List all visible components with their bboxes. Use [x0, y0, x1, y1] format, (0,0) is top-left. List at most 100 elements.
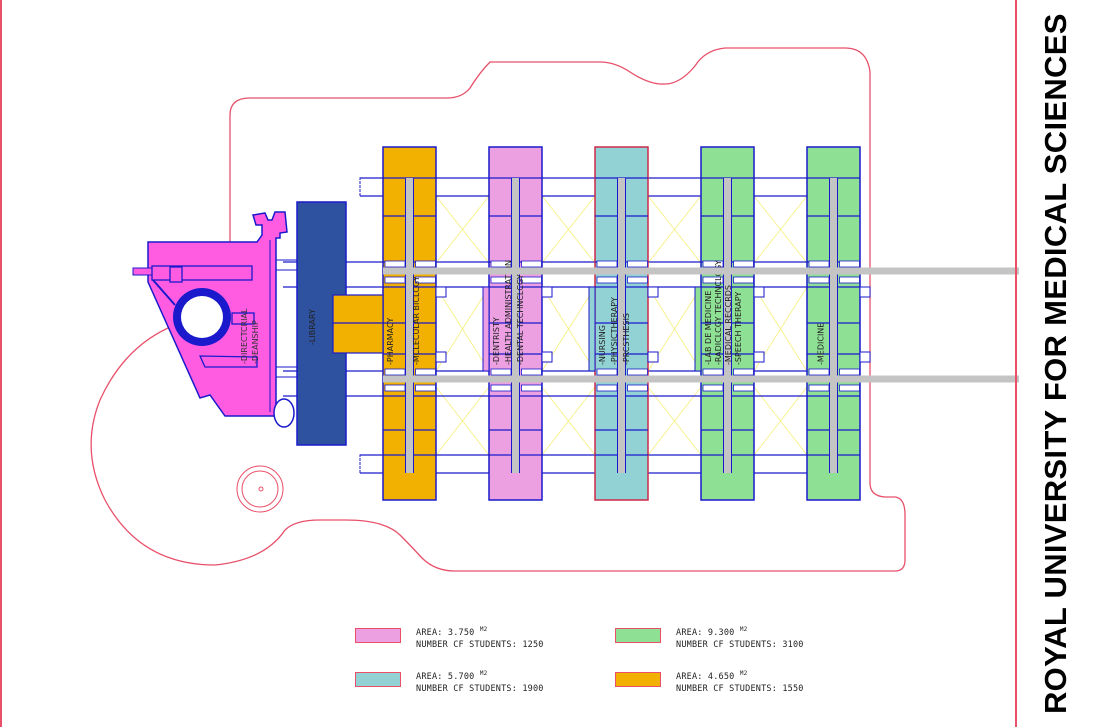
- stair: [808, 368, 830, 376]
- legend-area: AREA: 5.700: [416, 671, 480, 682]
- legend-unit: M2: [479, 670, 488, 677]
- side-connector: [435, 286, 447, 298]
- stair: [839, 276, 860, 284]
- cross-corridor: [383, 375, 860, 383]
- stair: [596, 368, 618, 376]
- courtyard-line: [541, 195, 596, 264]
- block-label: -NURSING: [598, 325, 607, 365]
- side-connector: [859, 351, 871, 363]
- faculty-block-medicine: -MEDICINE: [806, 146, 871, 501]
- stair: [415, 368, 436, 376]
- legend-students: NUMBER CF STUDENTS: 1900: [416, 683, 544, 694]
- dean-library-links: [275, 259, 299, 378]
- legend-swatch-teal: [355, 672, 401, 687]
- legend-unit: M2: [739, 626, 748, 633]
- stair: [521, 384, 542, 392]
- block-label: -PHYSICTHERAPY: [610, 297, 619, 365]
- faculty-block-nursing-physio: -NURSING-PHYSICTHERAPY-PRCSTHESIS: [588, 146, 659, 501]
- corridor: [406, 178, 413, 473]
- title-block: [1015, 0, 1100, 727]
- library-building: -LIBRARY: [296, 201, 384, 446]
- courtyard-line: [435, 386, 490, 456]
- sheet-border-left: [0, 0, 2, 727]
- legend-swatch-pink: [355, 628, 401, 643]
- legend-students: NUMBER CF STUDENTS: 1250: [416, 639, 544, 650]
- stair: [808, 276, 830, 284]
- stair: [702, 260, 724, 268]
- dean-label-1: -DIRECTCRIAL: [240, 308, 249, 364]
- stair: [702, 384, 724, 392]
- stair: [384, 276, 406, 284]
- stair: [839, 384, 860, 392]
- side-connector: [753, 351, 765, 363]
- stair: [596, 276, 618, 284]
- courtyard-line: [647, 386, 702, 456]
- outer-stub: [359, 177, 384, 197]
- block-label: -DENTRISTY: [492, 317, 501, 365]
- block-label: -RADICLCGY TECHNCLCGY: [714, 260, 723, 365]
- legend-area: AREA: 3.750: [416, 627, 480, 638]
- side-connector: [859, 286, 871, 298]
- legend-unit: M2: [479, 626, 488, 633]
- stair: [490, 384, 512, 392]
- courtyard-line: [541, 386, 596, 456]
- corridor: [618, 178, 625, 473]
- stair: [733, 260, 754, 268]
- legend-swatch-green: [615, 628, 661, 643]
- stair: [490, 368, 512, 376]
- stair: [839, 368, 860, 376]
- corridor: [512, 178, 519, 473]
- legend-unit: M2: [739, 670, 748, 677]
- faculty-block-lab-medicine: -LAB DE MEDICINE-RADICLCGY TECHNCLCGY-ME…: [694, 146, 765, 501]
- library-label: -LIBRARY: [308, 309, 317, 345]
- side-connector: [647, 351, 659, 363]
- stair: [521, 260, 542, 268]
- stair: [384, 384, 406, 392]
- legend-area: AREA: 4.650: [676, 671, 740, 682]
- stair: [702, 276, 724, 284]
- stair: [808, 260, 830, 268]
- side-connector: [541, 286, 553, 298]
- faculty-grid: -PHARMACY-MCLECULAR BICLCGY -DENTRISTY-HE…: [283, 146, 1019, 501]
- cross-corridor: [383, 267, 860, 275]
- stair: [596, 384, 618, 392]
- stair: [702, 368, 724, 376]
- stair: [839, 260, 860, 268]
- stair: [415, 260, 436, 268]
- stair: [808, 384, 830, 392]
- block-label: -MEDICAL RECCRDS: [724, 285, 733, 365]
- stair: [384, 368, 406, 376]
- legend-swatch-orange: [615, 672, 661, 687]
- stair: [596, 260, 618, 268]
- block-wing: [694, 286, 702, 372]
- courtyard-line: [435, 195, 490, 264]
- side-connector: [753, 286, 765, 298]
- stair: [490, 276, 512, 284]
- stair: [627, 368, 648, 376]
- faculty-block-dentistry-health: -DENTRISTY-HEALTH ADMINISTRATION-DENTAL …: [482, 146, 553, 501]
- courtyard-line: [647, 195, 702, 264]
- block-label: -HEALTH ADMINISTRATION: [504, 260, 513, 365]
- stair: [521, 368, 542, 376]
- block-wing: [588, 286, 596, 372]
- legend-students: NUMBER CF STUDENTS: 3100: [676, 639, 804, 650]
- stair: [415, 276, 436, 284]
- stair: [384, 260, 406, 268]
- dean-label-2: -DEANSHIP: [251, 320, 260, 364]
- stair: [627, 276, 648, 284]
- courtyard-line: [753, 386, 808, 456]
- outer-stub: [359, 454, 384, 474]
- stair: [733, 384, 754, 392]
- block-label: -SPEECH THERAPY: [734, 292, 743, 365]
- fountain-outer: [236, 465, 284, 513]
- faculty-block-pharmacy-biology: -PHARMACY-MCLECULAR BICLCGY: [382, 146, 447, 501]
- stair: [733, 276, 754, 284]
- block-label: -MEDICINE: [817, 323, 826, 365]
- sheet-title: ROYAL UNIVERSITY FOR MEDICAL SCIENCES: [1038, 13, 1073, 714]
- stair: [733, 368, 754, 376]
